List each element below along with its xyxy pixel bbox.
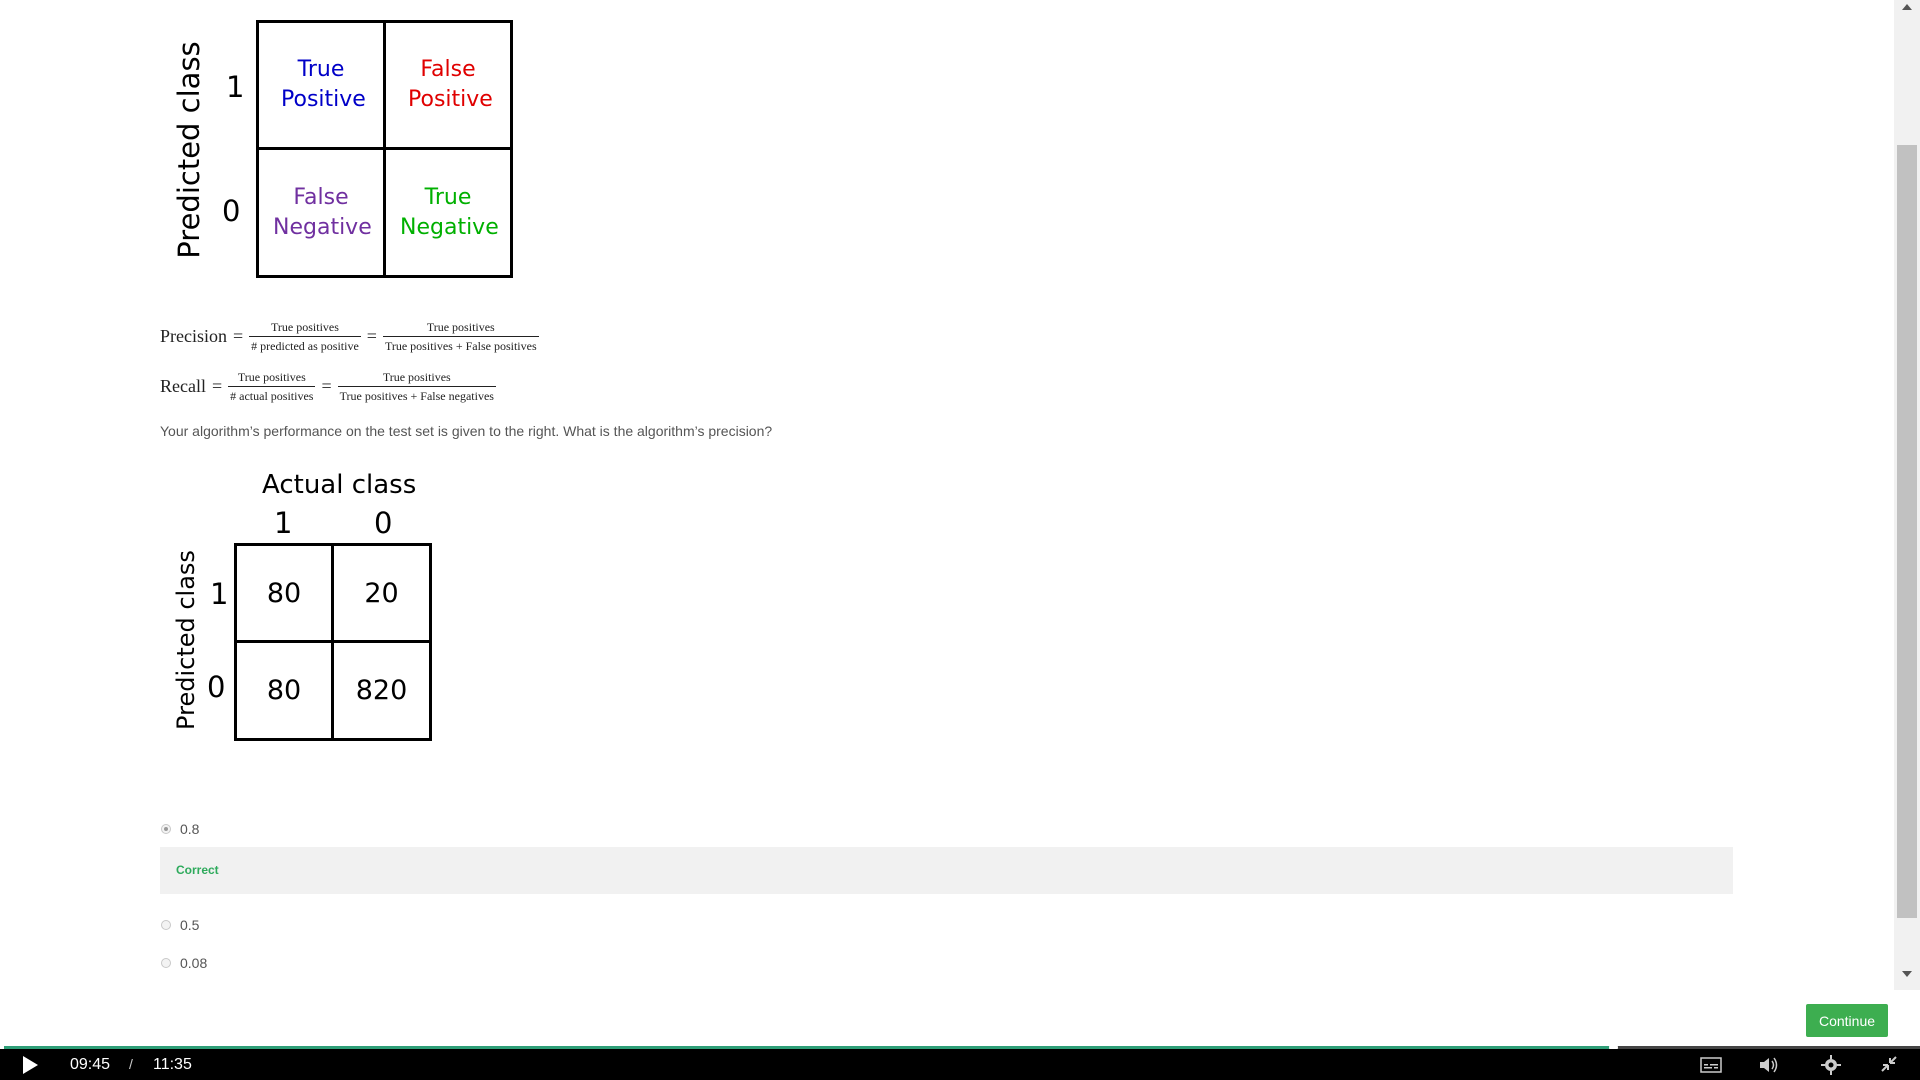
- option-radio-0.08[interactable]: [161, 958, 171, 968]
- fraction-denominator: # predicted as positive: [249, 336, 361, 353]
- cell-true-positive: True Positive: [256, 20, 386, 150]
- col-label-0: 0: [374, 506, 393, 540]
- cell-true-negative: True Negative: [383, 147, 513, 278]
- option-radio-0.5[interactable]: [161, 920, 171, 930]
- col-label-1: 1: [274, 506, 293, 540]
- row-label-1: 1: [226, 70, 245, 104]
- option-label[interactable]: 0.5: [180, 917, 200, 933]
- precision-label: Precision: [160, 326, 227, 346]
- equals-sign: =: [321, 376, 332, 396]
- cell-tp-value: 80: [234, 543, 334, 643]
- video-progress-bar[interactable]: [4, 1043, 1920, 1052]
- cell-false-positive: False Positive: [383, 20, 513, 150]
- scroll-up-icon[interactable]: [1902, 4, 1912, 10]
- equals-sign: =: [366, 326, 377, 346]
- cell-false-negative-text: False Negative: [273, 184, 372, 240]
- fraction-denominator: True positives + False negatives: [337, 386, 496, 403]
- cell-false-positive-text: False Positive: [408, 57, 493, 112]
- precision-fraction-1: True positives # predicted as positive: [249, 320, 361, 353]
- cell-tp-value-text: 80: [266, 577, 302, 609]
- row-label-0: 0: [207, 670, 226, 704]
- settings-icon[interactable]: [1821, 1055, 1841, 1075]
- cell-fn-value-text: 80: [266, 675, 302, 706]
- template-matrix-grid: True Positive False Positive False Negat…: [256, 20, 513, 278]
- fraction-numerator: True positives: [271, 320, 339, 334]
- equals-sign: =: [233, 326, 244, 346]
- option-label[interactable]: 0.08: [180, 955, 208, 971]
- row-label-1: 1: [210, 577, 229, 611]
- question-text: Your algorithm’s performance on the test…: [160, 423, 773, 439]
- recall-fraction-1: True positives # actual positives: [228, 370, 316, 403]
- cell-fp-value: 20: [331, 543, 432, 643]
- cell-false-negative: False Negative: [256, 147, 386, 278]
- captions-icon[interactable]: [1700, 1056, 1722, 1074]
- video-progress-fill: [4, 1046, 1614, 1049]
- current-time: 09:45: [70, 1056, 111, 1073]
- feedback-text: Correct: [176, 863, 219, 877]
- values-matrix-grid: 80 20 80 820: [234, 543, 432, 741]
- row-label-0: 0: [222, 194, 241, 228]
- recall-label: Recall: [160, 376, 206, 396]
- option-label[interactable]: 0.8: [180, 821, 200, 837]
- cell-tn-value: 820: [331, 640, 432, 741]
- scrollbar-thumb[interactable]: [1897, 145, 1917, 918]
- video-progress-knob[interactable]: [1609, 1043, 1619, 1052]
- play-icon[interactable]: [20, 1055, 40, 1075]
- fraction-numerator: True positives: [382, 370, 451, 384]
- cell-fp-value-text: 20: [364, 577, 399, 609]
- time-separator: /: [129, 1056, 133, 1072]
- cell-true-positive-text: True Positive: [281, 57, 366, 112]
- continue-button[interactable]: Continue: [1806, 1004, 1888, 1037]
- volume-icon[interactable]: [1758, 1055, 1780, 1075]
- precision-fraction-2: True positives True positives + False po…: [382, 320, 539, 353]
- duration: 11:35: [153, 1056, 192, 1073]
- cell-tn-value-text: 820: [355, 675, 408, 706]
- recall-formula: Recall = True positives # actual positiv…: [160, 370, 496, 403]
- feedback-box: Correct: [160, 847, 1733, 894]
- fraction-denominator: # actual positives: [228, 386, 316, 403]
- fraction-numerator: True positives: [237, 370, 306, 384]
- cell-true-negative-text: True Negative: [400, 184, 499, 240]
- option-radio-0.8[interactable]: [161, 824, 171, 834]
- scroll-down-icon[interactable]: [1902, 971, 1912, 977]
- video-controls: 09:45 / 11:35: [0, 1049, 1920, 1080]
- exit-fullscreen-icon[interactable]: [1880, 1055, 1898, 1073]
- fraction-denominator: True positives + False positives: [382, 336, 539, 353]
- predicted-class-label: Predicted class: [172, 550, 200, 730]
- actual-class-label: Actual class: [262, 470, 417, 500]
- scrollbar[interactable]: [1894, 0, 1920, 990]
- equals-sign: =: [211, 376, 223, 396]
- precision-formula: Precision = True positives # predicted a…: [160, 320, 539, 353]
- fraction-numerator: True positives: [426, 320, 495, 334]
- predicted-class-label: Predicted class: [172, 41, 206, 259]
- recall-fraction-2: True positives True positives + False ne…: [337, 370, 496, 403]
- cell-fn-value: 80: [234, 640, 334, 741]
